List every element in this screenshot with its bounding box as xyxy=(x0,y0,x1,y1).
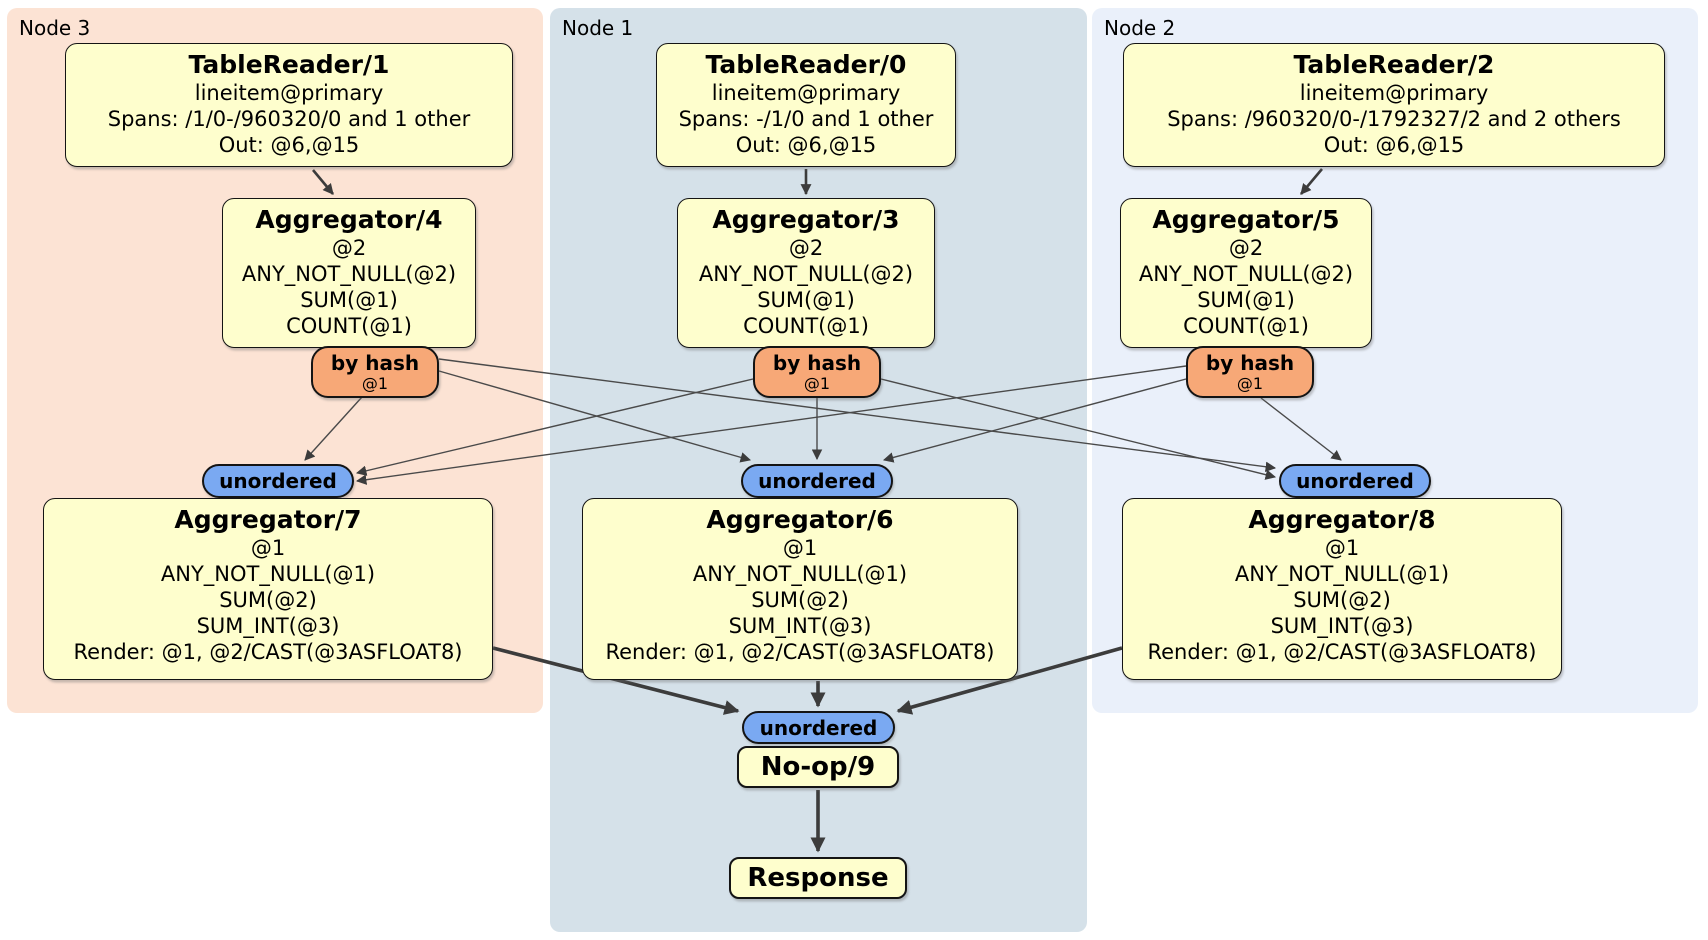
sync-label: unordered xyxy=(758,469,876,493)
node-title: No-op/9 xyxy=(760,751,876,782)
node-line: SUM(@2) xyxy=(219,588,317,612)
node-title: Aggregator/5 xyxy=(1152,205,1340,234)
node-tablereader-0: TableReader/0 lineitem@primary Spans: -/… xyxy=(656,43,956,167)
router-label: by hash xyxy=(1205,350,1295,375)
sync-unordered-right: unordered xyxy=(1279,464,1431,498)
node-line: Out: @6,@15 xyxy=(218,133,360,157)
node-line: ANY_NOT_NULL(@2) xyxy=(698,262,914,286)
router-label: by hash xyxy=(772,350,862,375)
node-line: @1 xyxy=(250,536,286,560)
node-title: TableReader/2 xyxy=(1293,50,1495,79)
router-by-hash-center: by hash @1 xyxy=(753,346,881,398)
node-line: ANY_NOT_NULL(@1) xyxy=(692,562,908,586)
node-title: Aggregator/3 xyxy=(712,205,900,234)
node-line: ANY_NOT_NULL(@2) xyxy=(1138,262,1354,286)
sync-label: unordered xyxy=(759,715,878,740)
node-aggregator-4: Aggregator/4 @2 ANY_NOT_NULL(@2) SUM(@1)… xyxy=(222,198,476,348)
node-line: SUM(@1) xyxy=(757,288,855,312)
node-aggregator-6: Aggregator/6 @1 ANY_NOT_NULL(@1) SUM(@2)… xyxy=(582,498,1018,680)
node-line: @1 xyxy=(782,536,818,560)
node-line: Spans: /960320/0-/1792327/2 and 2 others xyxy=(1167,107,1621,131)
node-line: ANY_NOT_NULL(@1) xyxy=(1234,562,1450,586)
sync-unordered-left: unordered xyxy=(202,464,354,498)
router-sub-label: @1 xyxy=(361,373,389,393)
node-line: ANY_NOT_NULL(@2) xyxy=(241,262,457,286)
group-label-node-2: Node 2 xyxy=(1104,16,1176,40)
node-title: Aggregator/7 xyxy=(174,505,362,534)
node-line: SUM_INT(@3) xyxy=(196,614,340,638)
sync-unordered-center: unordered xyxy=(741,464,893,498)
node-line: @2 xyxy=(1228,236,1264,260)
edge-r5-s7 xyxy=(355,365,1187,485)
router-label: by hash xyxy=(330,350,420,375)
node-line: @2 xyxy=(788,236,824,260)
node-line: Out: @6,@15 xyxy=(735,133,877,157)
node-noop-9: No-op/9 xyxy=(737,746,899,788)
sync-unordered-final: unordered xyxy=(742,711,895,744)
group-label-node-3: Node 3 xyxy=(19,16,91,40)
sync-label: unordered xyxy=(1296,469,1414,493)
sync-label: unordered xyxy=(219,469,337,493)
node-line: SUM(@1) xyxy=(1197,288,1295,312)
node-title: Aggregator/6 xyxy=(706,505,894,534)
node-title: Response xyxy=(747,862,889,893)
edge-r4-s6 xyxy=(438,370,752,463)
node-line: COUNT(@1) xyxy=(1183,314,1309,338)
edge-r5-s6 xyxy=(882,378,1187,463)
node-title: Aggregator/8 xyxy=(1248,505,1436,534)
router-sub-label: @1 xyxy=(1236,373,1264,393)
edge-tr2-agg5 xyxy=(1300,168,1323,195)
node-line: SUM(@1) xyxy=(300,288,398,312)
node-response: Response xyxy=(729,857,907,899)
node-line: lineitem@primary xyxy=(1299,81,1489,105)
node-line: Render: @1, @2/CAST(@3ASFLOAT8) xyxy=(73,640,463,664)
node-aggregator-8: Aggregator/8 @1 ANY_NOT_NULL(@1) SUM(@2)… xyxy=(1122,498,1562,680)
node-line: Spans: -/1/0 and 1 other xyxy=(678,107,934,131)
node-line: ANY_NOT_NULL(@1) xyxy=(160,562,376,586)
edge-r5-s8 xyxy=(1260,397,1342,461)
node-line: Spans: /1/0-/960320/0 and 1 other xyxy=(107,107,471,131)
node-line: SUM_INT(@3) xyxy=(728,614,872,638)
node-title: TableReader/1 xyxy=(188,50,390,79)
node-line: COUNT(@1) xyxy=(743,314,869,338)
router-sub-label: @1 xyxy=(803,373,831,393)
edge-r3-s8 xyxy=(880,378,1277,480)
router-by-hash-right: by hash @1 xyxy=(1186,346,1314,398)
node-aggregator-7: Aggregator/7 @1 ANY_NOT_NULL(@1) SUM(@2)… xyxy=(43,498,493,680)
node-aggregator-3: Aggregator/3 @2 ANY_NOT_NULL(@2) SUM(@1)… xyxy=(677,198,935,348)
node-aggregator-5: Aggregator/5 @2 ANY_NOT_NULL(@2) SUM(@1)… xyxy=(1120,198,1372,348)
node-line: Render: @1, @2/CAST(@3ASFLOAT8) xyxy=(1147,640,1537,664)
edge-r4-s7 xyxy=(304,396,363,461)
edge-r4-s8 xyxy=(438,358,1277,472)
node-line: COUNT(@1) xyxy=(286,314,412,338)
node-line: SUM(@2) xyxy=(1293,588,1391,612)
node-title: Aggregator/4 xyxy=(255,205,443,234)
edge-r3-s7 xyxy=(355,378,754,476)
router-by-hash-left: by hash @1 xyxy=(311,346,439,398)
node-line: Out: @6,@15 xyxy=(1323,133,1465,157)
node-line: Render: @1, @2/CAST(@3ASFLOAT8) xyxy=(605,640,995,664)
node-line: lineitem@primary xyxy=(711,81,901,105)
node-line: @2 xyxy=(331,236,367,260)
group-label-node-1: Node 1 xyxy=(562,16,634,40)
node-line: SUM_INT(@3) xyxy=(1270,614,1414,638)
node-line: lineitem@primary xyxy=(194,81,384,105)
node-tablereader-1: TableReader/1 lineitem@primary Spans: /1… xyxy=(65,43,513,167)
node-line: SUM(@2) xyxy=(751,588,849,612)
node-title: TableReader/0 xyxy=(705,50,907,79)
edge-tr1-agg4 xyxy=(312,169,334,195)
edge-agg8-s9 xyxy=(896,646,1123,715)
node-line: @1 xyxy=(1324,536,1360,560)
node-tablereader-2: TableReader/2 lineitem@primary Spans: /9… xyxy=(1123,43,1665,167)
